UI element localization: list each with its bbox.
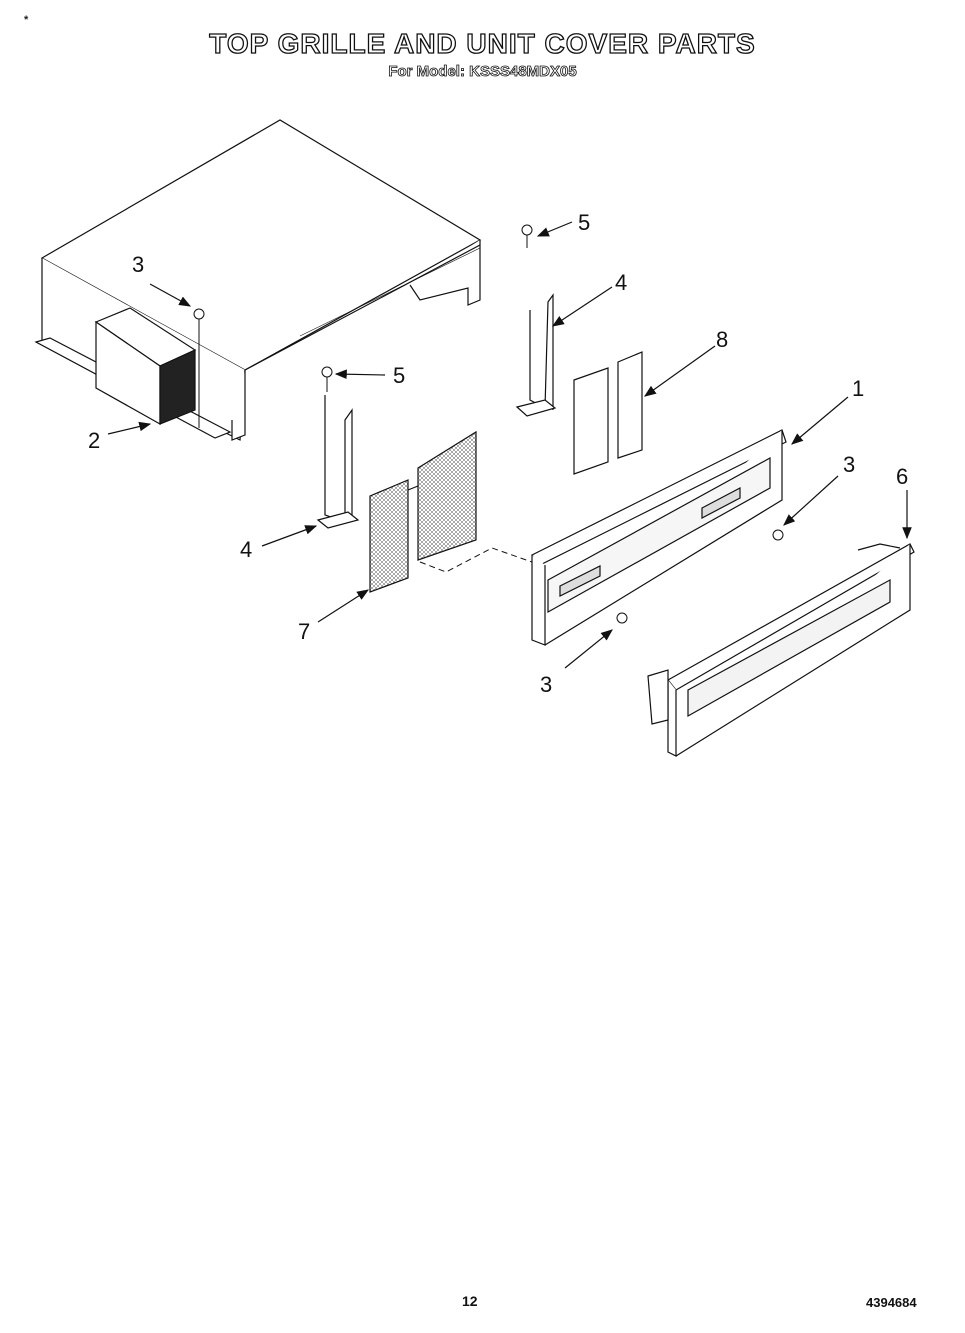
callout-1: 1: [852, 376, 864, 401]
callout-leaders: [107, 221, 912, 669]
callout-8: 8: [716, 327, 728, 352]
callout-5-right: 5: [578, 210, 590, 235]
callout-6: 6: [896, 464, 908, 489]
part-8-side-screen: [573, 351, 643, 475]
part-6-front-panel: [647, 543, 915, 757]
part-4-right-bracket: [515, 293, 557, 417]
callout-2: 2: [88, 428, 100, 453]
callout-4-left: 4: [240, 537, 252, 562]
screw-3-right: [772, 529, 784, 541]
screw-5-right: [521, 224, 533, 248]
connection-dashed-line: [419, 547, 533, 573]
part-2-control-box: [94, 307, 197, 426]
screw-3-top: [193, 308, 205, 428]
callout-3-bottom: 3: [540, 672, 552, 697]
document-number: 4394684: [866, 1295, 917, 1310]
callout-7: 7: [298, 619, 310, 644]
screw-3-bottom: [616, 612, 628, 624]
callout-5-left: 5: [393, 363, 405, 388]
page-number: 12: [462, 1293, 478, 1309]
corner-mark: *: [24, 14, 29, 26]
page-title: TOP GRILLE AND UNIT COVER PARTS: [209, 27, 756, 59]
callout-3-right: 3: [843, 452, 855, 477]
part-1-grille-frame: [531, 429, 787, 646]
callout-3-top: 3: [132, 252, 144, 277]
part-4-left-bracket: [316, 395, 360, 529]
screw-5-left: [321, 366, 333, 392]
model-subtitle: For Model: KSSS48MDX05: [388, 63, 577, 81]
callout-4-right: 4: [615, 270, 627, 295]
part-7-grille-screen: [369, 430, 477, 593]
